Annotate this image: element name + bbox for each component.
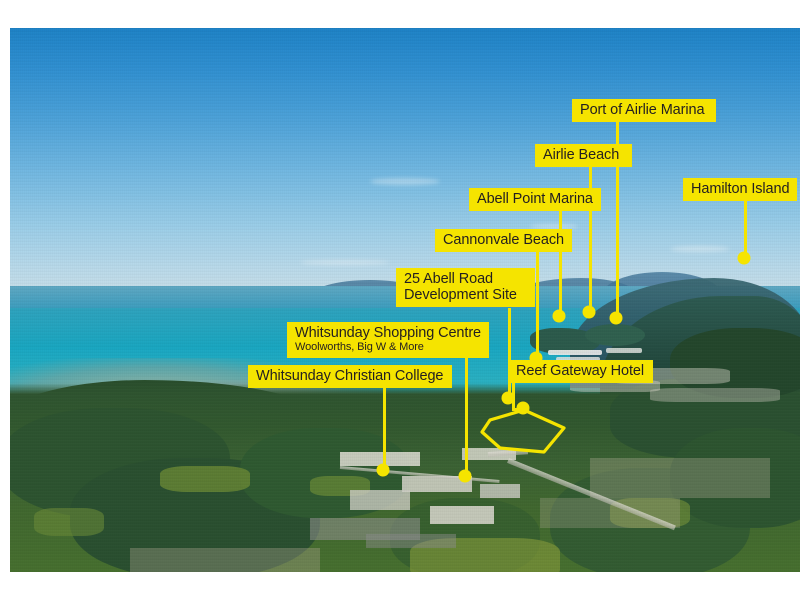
leader-line-abell-point-marina [559, 208, 562, 316]
grass-field [160, 466, 250, 492]
map-label-title: Hamilton Island [691, 181, 790, 197]
commercial-rooftops [350, 490, 410, 510]
grass-field [34, 508, 104, 536]
commercial-rooftops [402, 476, 472, 492]
map-label-title: Airlie Beach [543, 147, 620, 163]
map-marker-hamilton-island [737, 251, 751, 265]
cloud-wisp [300, 260, 390, 265]
town-rooftops [650, 388, 780, 402]
headland-point [585, 324, 645, 346]
marina-jetty [556, 357, 600, 361]
cloud-wisp [530, 224, 578, 229]
map-label-abell-point-marina[interactable]: Abell Point Marina [469, 188, 601, 212]
map-label-title: Abell Point Marina [477, 191, 593, 207]
map-label-hamilton-island[interactable]: Hamilton Island [683, 178, 798, 202]
map-label-whitsunday-christian-college[interactable]: Whitsunday Christian College [248, 365, 452, 389]
map-label-title: Port of Airlie Marina [580, 102, 705, 118]
leader-line-cannonvale-beach [536, 249, 539, 358]
residential-rooftops [130, 548, 320, 572]
map-label-title: Cannonvale Beach [443, 232, 564, 248]
map-marker-whitsunday-christian-college [376, 463, 390, 477]
map-label-airlie-beach[interactable]: Airlie Beach [535, 144, 632, 168]
sky [10, 28, 800, 303]
commercial-rooftops [340, 452, 420, 466]
map-marker-airlie-beach [582, 305, 596, 319]
map-marker-port-of-airlie-marina [609, 311, 623, 325]
commercial-rooftops [480, 484, 520, 498]
map-label-port-of-airlie-marina[interactable]: Port of Airlie Marina [572, 99, 716, 123]
map-marker-reef-gateway-hotel [516, 401, 530, 415]
map-label-title: Whitsunday Christian College [256, 368, 444, 384]
leader-line-25-abell-road-development-site [508, 308, 511, 398]
map-marker-whitsunday-shopping-centre [458, 469, 472, 483]
map-label-subtitle: Development Site [404, 287, 517, 304]
leader-line-hamilton-island [744, 198, 747, 258]
hillside-vegetation [670, 328, 800, 398]
map-marker-abell-point-marina [552, 309, 566, 323]
leader-line-whitsunday-shopping-centre [465, 356, 468, 476]
marina-jetty [548, 350, 602, 355]
grass-field [610, 498, 690, 528]
map-label-subtitle: Woolworths, Big W & More [295, 341, 424, 354]
cloud-wisp [370, 178, 440, 185]
leader-line-airlie-beach [589, 164, 592, 312]
marina-boats [606, 348, 642, 353]
carpark [366, 534, 456, 548]
map-label-reef-gateway-hotel[interactable]: Reef Gateway Hotel [508, 360, 653, 384]
leader-line-reef-gateway-hotel [512, 380, 515, 408]
residential-rooftops [590, 458, 770, 498]
map-label-title: Reef Gateway Hotel [516, 363, 644, 379]
map-label-title: Whitsunday Shopping Centre [295, 325, 482, 341]
commercial-rooftops [430, 506, 494, 524]
map-label-title: 25 Abell Road [404, 271, 493, 287]
leader-line-port-of-airlie-marina [616, 119, 619, 318]
map-label-cannonvale-beach[interactable]: Cannonvale Beach [435, 229, 572, 253]
bushland [670, 428, 800, 528]
map-marker-25-abell-road-development-site [501, 391, 515, 405]
leader-line-whitsunday-christian-college [383, 385, 386, 470]
cloud-wisp [670, 246, 730, 252]
